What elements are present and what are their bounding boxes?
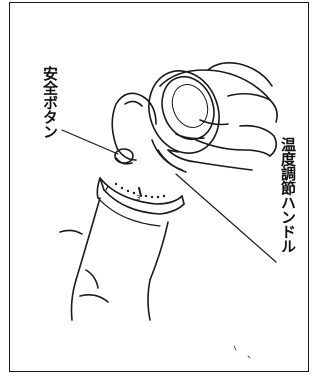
temperature-handle-label: 温度調節ハンドル bbox=[279, 137, 297, 253]
temperature-handle-leader bbox=[175, 173, 277, 263]
faucet-body: 3 bbox=[96, 177, 185, 227]
temperature-scale-dots bbox=[114, 182, 166, 199]
diagram-frame bbox=[9, 2, 309, 372]
pipe bbox=[59, 197, 169, 321]
safety-button-leader bbox=[61, 129, 119, 155]
safety-button bbox=[114, 148, 134, 165]
svg-text:3: 3 bbox=[136, 194, 140, 202]
hand bbox=[159, 62, 278, 171]
safety-button-label: 安全ボタン bbox=[41, 66, 59, 139]
temperature-handle-knob bbox=[148, 70, 220, 173]
